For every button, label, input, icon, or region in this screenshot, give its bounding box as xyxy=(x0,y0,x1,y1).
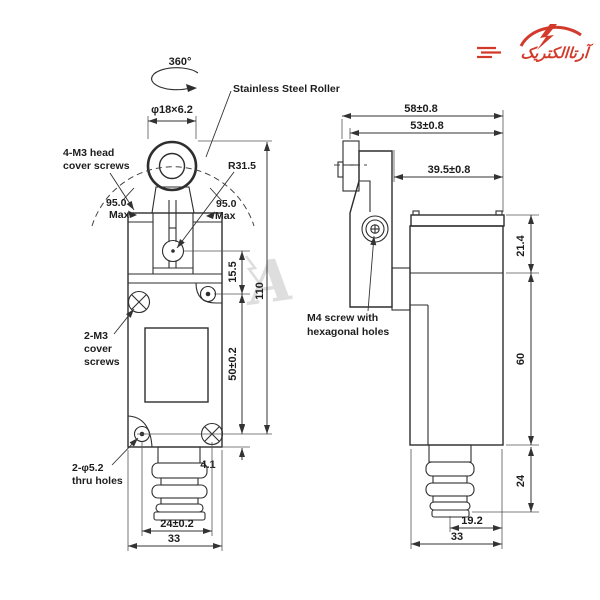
dim-body-width-front: 33 xyxy=(168,533,180,545)
dim-overall-width: 58±0.8 xyxy=(404,103,438,115)
logo-brand-text: آرتاالکتریک xyxy=(520,43,594,62)
dim-pivot-to-hole: 15.5 xyxy=(227,261,239,282)
rotation-arrowhead-icon xyxy=(186,84,197,92)
leader-m4-screw xyxy=(367,235,377,312)
label-m4-screw-1: M4 screw with xyxy=(307,312,378,324)
dim-gland-offset: 19.2 xyxy=(461,515,482,527)
label-head-screws-2: cover screws xyxy=(63,160,130,172)
label-thru-holes-1: 2-φ5.2 xyxy=(72,462,104,474)
boss-bottom-left xyxy=(127,415,153,448)
label-cover-screws-2: cover xyxy=(84,343,112,355)
m4-screw-side xyxy=(361,215,389,243)
watermark-letter: A xyxy=(239,245,298,319)
label-swing-right-max: Max xyxy=(215,210,236,222)
head-screw-top-left xyxy=(127,290,151,314)
swing-arc xyxy=(91,166,255,227)
label-cover-screws-3: screws xyxy=(84,356,120,368)
dim-hole-to-bottom: 4.1 xyxy=(200,459,215,471)
dim-gland-height: 24 xyxy=(515,474,527,487)
roller-side xyxy=(342,140,360,192)
label-head-screws-1: 4-M3 head xyxy=(63,147,114,159)
dim-hole-spacing-v: 50±0.2 xyxy=(227,347,239,381)
pivot-front xyxy=(161,239,185,263)
rotation-label: 360° xyxy=(169,56,192,68)
label-cover-screws-1: 2-M3 xyxy=(84,330,108,342)
roller-outer xyxy=(146,140,198,192)
roller-axle-side xyxy=(337,161,344,178)
front-view: 360° φ18×6.2 Stainless Steel Roller R31.… xyxy=(63,56,340,551)
logo-lightning-icon xyxy=(537,24,557,50)
leader-cover-screws xyxy=(113,308,135,335)
dim-roller-center-width: 53±0.8 xyxy=(410,120,444,132)
label-swing-left-max: Max xyxy=(109,209,130,221)
dim-body-depth: 33 xyxy=(451,531,463,543)
cable-gland-front xyxy=(151,446,208,521)
body-lip-side xyxy=(410,214,505,227)
brand-logo: آرتاالکتریک xyxy=(477,24,594,62)
cover-plate-front xyxy=(144,327,209,403)
label-swing-left-value: 95.0 xyxy=(106,197,127,209)
dim-total-height: 110 xyxy=(254,282,266,300)
rotation-arrow-arc xyxy=(151,67,199,91)
dim-roller-diameter: φ18×6.2 xyxy=(151,104,193,116)
leader-head-screws xyxy=(109,172,135,211)
watermark: A xyxy=(239,245,298,319)
leader-radius xyxy=(176,171,235,249)
dim-body-height: 60 xyxy=(515,353,527,365)
swing-tick-left xyxy=(121,187,135,202)
body-side xyxy=(409,225,504,446)
label-radius: R31.5 xyxy=(228,160,256,172)
logo-speed-lines-icon xyxy=(477,46,501,59)
swing-tick-right xyxy=(209,187,223,202)
label-m4-screw-2: hexagonal holes xyxy=(307,326,389,338)
head-block-side xyxy=(391,267,411,311)
roller-hub xyxy=(158,152,186,180)
label-thru-holes-2: thru holes xyxy=(72,475,123,487)
watermark-lightning-icon xyxy=(245,255,262,285)
label-stainless-steel-roller: Stainless Steel Roller xyxy=(233,83,340,95)
leader-roller xyxy=(205,90,232,158)
side-view: M4 screw with hexagonal holes 58±0.8 53±… xyxy=(307,103,539,549)
dim-head-height: 21.4 xyxy=(515,234,527,256)
dim-hole-spacing-h: 24±0.2 xyxy=(160,518,194,530)
leader-thru-holes xyxy=(111,437,139,466)
cable-gland-side xyxy=(425,444,475,518)
label-swing-right-value: 95.0 xyxy=(216,198,237,210)
dim-lever-to-back: 39.5±0.8 xyxy=(428,164,471,176)
